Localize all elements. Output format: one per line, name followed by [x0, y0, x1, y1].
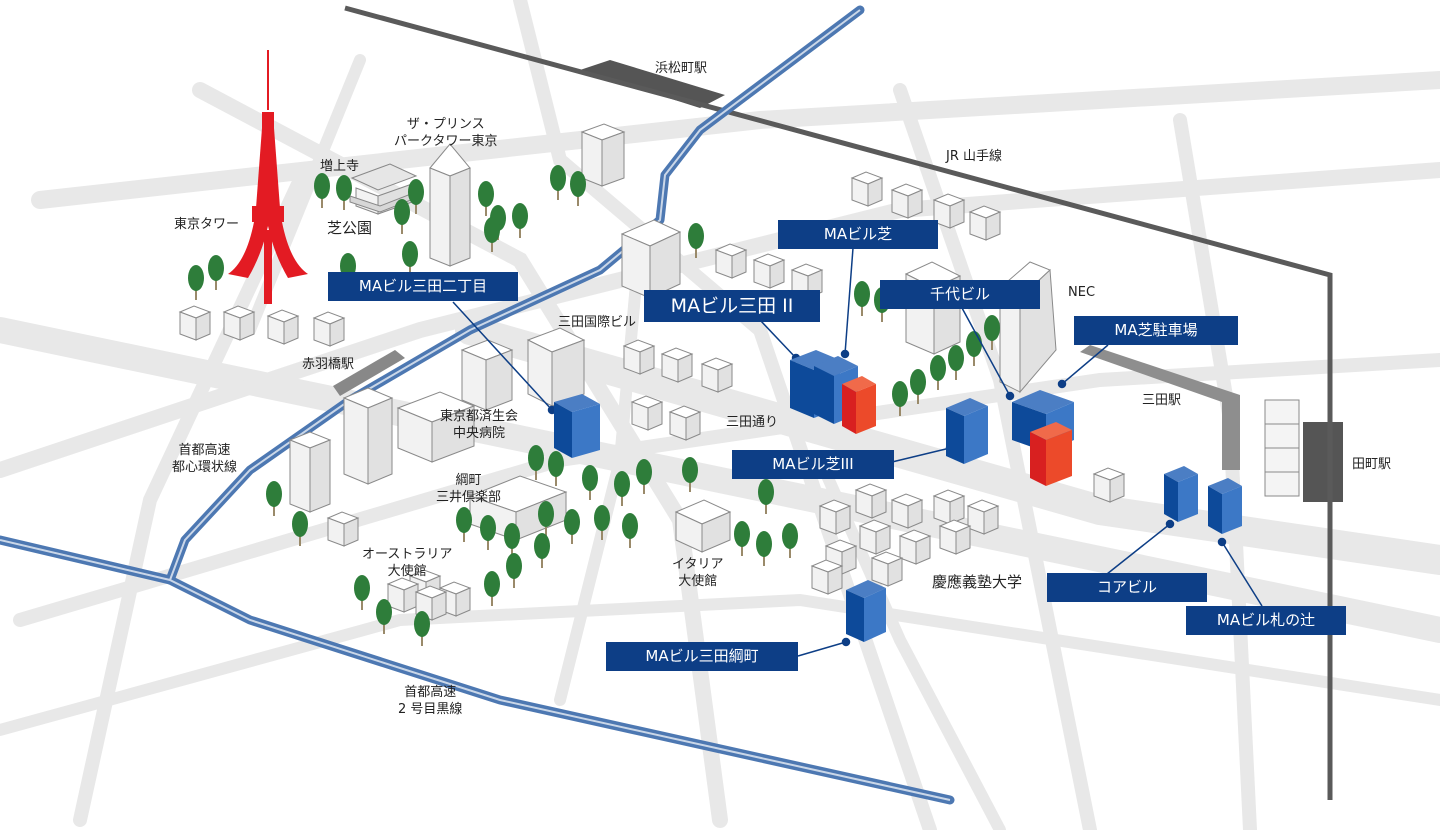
building-ma-shiba-3 [946, 398, 988, 464]
label-tsunamachi-club: 綱町 三井倶楽部 [436, 473, 502, 505]
building-ma-mita-tsunamachi [846, 580, 886, 642]
label-akabanebashi-station: 赤羽橋駅 [302, 357, 355, 372]
ma-buildings [554, 350, 1242, 642]
label-australia-embassy: オーストラリア 大使館 [362, 547, 453, 579]
tag-ma-mita-tsunamachi[interactable]: MAビル三田綱町 [606, 642, 798, 671]
tokyo-tower [228, 50, 308, 304]
label-mita-kokusai: 三田国際ビル [558, 315, 637, 330]
label-prince-park-tower: ザ・プリンス パークタワー東京 [394, 117, 498, 149]
label-shiba-park: 芝公園 [327, 219, 373, 237]
station-platforms [333, 60, 1343, 502]
label-zojoji: 増上寺 [320, 159, 360, 174]
label-nec: NEC [1068, 285, 1096, 300]
label-italy-embassy: イタリア 大使館 [672, 557, 724, 589]
building-core [1164, 466, 1198, 522]
label-expressway-meguro: 首都高速 2 号目黒線 [398, 685, 463, 717]
building-ma-shiba-red [842, 376, 876, 434]
tag-ma-shiba-parking[interactable]: MA芝駐車場 [1074, 316, 1238, 345]
label-jr-yamanote: JR 山手線 [946, 149, 1002, 164]
label-hamamatsucho-station: 浜松町駅 [655, 61, 708, 76]
label-mita-dori: 三田通り [726, 415, 779, 430]
zojoji-temple [349, 163, 418, 215]
tag-core-bldg[interactable]: コアビル [1047, 573, 1207, 602]
label-expressway-loop: 首都高速 都心環状線 [172, 443, 238, 475]
label-tamachi-station: 田町駅 [1352, 457, 1392, 472]
label-saiseikai-hospital: 東京都済生会 中央病院 [440, 409, 519, 441]
label-mita-station: 三田駅 [1142, 393, 1182, 408]
building-ma-mita-nichome [554, 394, 600, 458]
tag-chiyoda-bldg[interactable]: 千代ビル [880, 280, 1040, 309]
label-keio-university: 慶應義塾大学 [932, 573, 1023, 591]
tag-ma-mita-2[interactable]: MAビル三田 II [644, 290, 820, 322]
building-ma-fudanotsuji [1208, 478, 1242, 534]
label-tokyo-tower: 東京タワー [174, 217, 240, 232]
tag-ma-shiba[interactable]: MAビル芝 [778, 220, 938, 249]
building-ma-shiba-parking-red [1030, 422, 1072, 486]
tag-ma-shiba-3[interactable]: MAビル芝III [732, 450, 894, 479]
tag-ma-fudanotsuji[interactable]: MAビル札の辻 [1186, 606, 1346, 635]
tag-ma-mita-nichome[interactable]: MAビル三田二丁目 [328, 272, 518, 301]
